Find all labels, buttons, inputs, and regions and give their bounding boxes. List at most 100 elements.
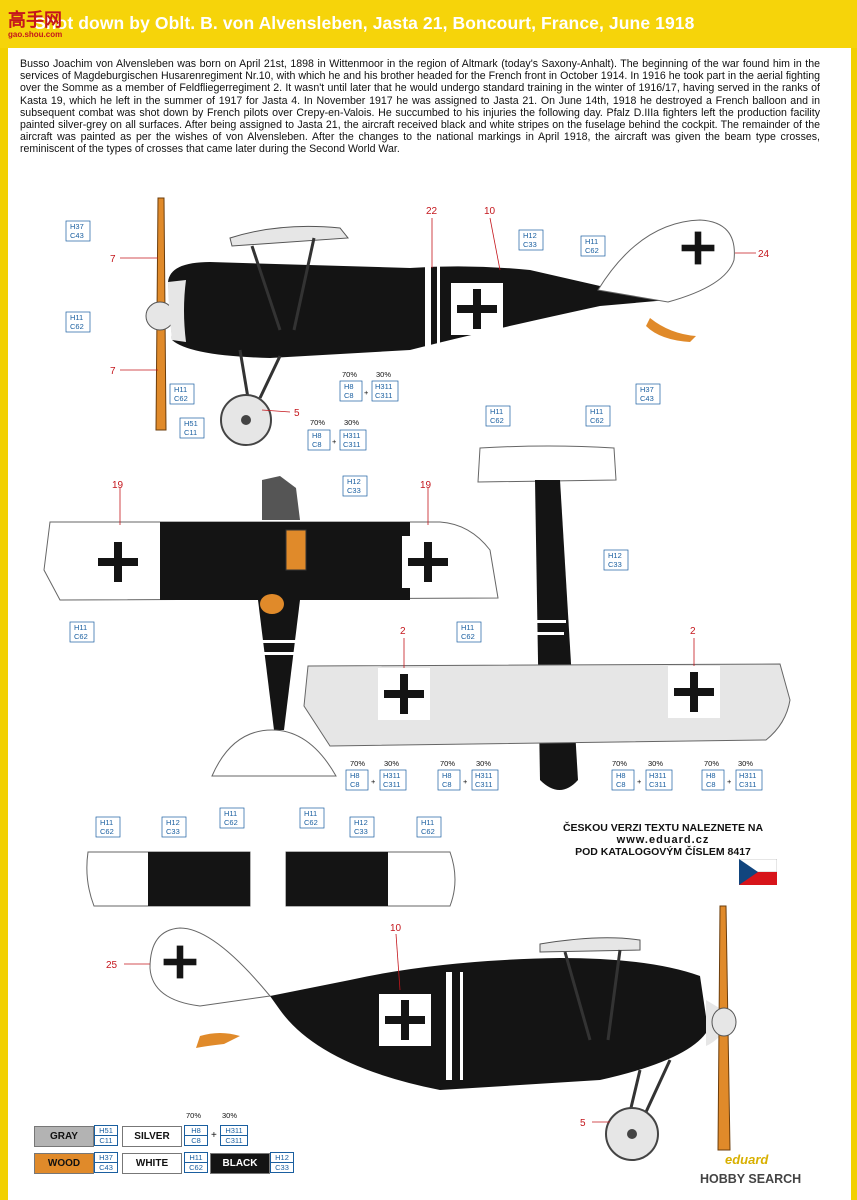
code-c62: C62 <box>74 632 88 641</box>
code-c62: C62 <box>490 416 504 425</box>
pct-30: 30% <box>476 759 491 768</box>
code-h8: H8 <box>616 771 626 780</box>
code-h12: H12 <box>608 551 622 560</box>
pct-30: 30% <box>376 370 391 379</box>
side-profile-left <box>120 197 756 446</box>
pct-30: 30% <box>344 418 359 427</box>
code-h11: H11 <box>585 237 598 246</box>
pct-70: 70% <box>342 370 357 379</box>
czech-line-1: ČESKOU VERZI TEXTU NALEZNETE NA <box>562 822 764 834</box>
code-c33: C33 <box>347 486 361 495</box>
code-c62: C62 <box>174 394 188 403</box>
code-h11: H11 <box>174 385 187 394</box>
legend-wood-code-2: C43 <box>94 1162 118 1173</box>
czech-website-link[interactable]: www.eduard.cz <box>616 834 710 846</box>
code-c62: C62 <box>70 322 84 331</box>
paint-codes: H37 C43 H11 C62 H11 C62 H12 C33 H11 C62 … <box>65 220 763 838</box>
legend-white-swatch: WHITE <box>122 1153 182 1174</box>
code-h11: H11 <box>74 623 87 632</box>
plus-sign: + <box>332 437 337 446</box>
czech-line-3: POD KATALOGOVÝM ČÍSLEM 8417 <box>575 846 751 858</box>
underside-view <box>303 445 791 790</box>
callout-19-left: 19 <box>112 480 124 491</box>
code-h311: H311 <box>475 771 492 780</box>
code-h8: H8 <box>706 771 716 780</box>
code-h311: H311 <box>375 382 392 391</box>
top-view-left <box>43 476 499 777</box>
legend-plus: + <box>211 1130 217 1141</box>
header-bar: Shot down by Oblt. B. von Alvensleben, J… <box>0 0 857 48</box>
code-h311: H311 <box>343 431 360 440</box>
logo-text: 高手网 <box>8 10 62 30</box>
legend-silver-pct-70: 70% <box>186 1111 202 1120</box>
code-c311: C311 <box>375 391 392 400</box>
code-c311: C311 <box>343 440 360 449</box>
code-c311: C311 <box>383 780 400 789</box>
legend-silver-mix-2: C311 <box>220 1135 248 1146</box>
code-c8: C8 <box>706 780 716 789</box>
code-h8: H8 <box>344 382 354 391</box>
code-c62: C62 <box>590 416 604 425</box>
code-h311: H311 <box>649 771 666 780</box>
code-c62: C62 <box>304 818 318 827</box>
code-h11: H11 <box>70 313 83 322</box>
callout-5-top: 5 <box>294 408 300 419</box>
code-c8: C8 <box>350 780 360 789</box>
code-h11: H11 <box>461 623 474 632</box>
code-h37: H37 <box>640 385 654 394</box>
pct-70: 70% <box>310 418 325 427</box>
code-h11: H11 <box>224 809 237 818</box>
pct-70: 70% <box>704 759 719 768</box>
code-h8: H8 <box>442 771 452 780</box>
callout-10-top: 10 <box>484 206 496 217</box>
legend-white-code-2: C62 <box>184 1162 208 1173</box>
code-c62: C62 <box>421 827 435 836</box>
pct-70: 70% <box>350 759 365 768</box>
code-c33: C33 <box>608 560 622 569</box>
code-h12: H12 <box>166 818 180 827</box>
pct-70: 70% <box>612 759 627 768</box>
code-c62: C62 <box>224 818 238 827</box>
code-h311: H311 <box>383 771 400 780</box>
code-h11: H11 <box>304 809 317 818</box>
pct-30: 30% <box>648 759 663 768</box>
eduard-logo: eduard <box>725 1152 769 1167</box>
code-c43: C43 <box>70 231 84 240</box>
legend-wood-swatch: WOOD <box>34 1153 94 1174</box>
legend-silver-code-2: C8 <box>184 1135 208 1146</box>
plus-sign: + <box>727 777 732 786</box>
code-h8: H8 <box>312 431 322 440</box>
callout-2-right: 2 <box>690 626 696 637</box>
code-c311: C311 <box>649 780 666 789</box>
legend-silver-pct-30: 30% <box>222 1111 238 1120</box>
callout-7-top: 7 <box>110 254 116 265</box>
czech-note: ČESKOU VERZI TEXTU NALEZNETE NA www.edua… <box>548 822 778 858</box>
legend-black-code-2: C33 <box>270 1162 294 1173</box>
code-c33: C33 <box>523 240 537 249</box>
code-c8: C8 <box>616 780 626 789</box>
plus-sign: + <box>371 777 376 786</box>
legend-silver-swatch: SILVER <box>122 1126 182 1147</box>
code-c8: C8 <box>344 391 354 400</box>
hobbysearch-watermark: HOBBY SEARCH <box>700 1172 802 1186</box>
logo-url: gao.shou.com <box>8 30 63 39</box>
page-title: Shot down by Oblt. B. von Alvensleben, J… <box>34 13 695 33</box>
callout-25: 25 <box>106 960 118 971</box>
mix-group-2: 70% 30% H8 C8 + H311 C311 <box>437 759 499 791</box>
code-c62: C62 <box>585 246 599 255</box>
code-h311: H311 <box>739 771 756 780</box>
code-c311: C311 <box>475 780 492 789</box>
legend-black-swatch: BLACK <box>210 1153 270 1174</box>
pct-30: 30% <box>384 759 399 768</box>
code-c11: C11 <box>184 428 197 437</box>
code-c33: C33 <box>166 827 180 836</box>
intro-paragraph: Busso Joachim von Alvensleben was born o… <box>20 58 820 156</box>
pct-30: 30% <box>738 759 753 768</box>
code-h12: H12 <box>354 818 368 827</box>
code-c62: C62 <box>100 827 114 836</box>
code-c311: C311 <box>739 780 756 789</box>
side-profile-right <box>124 905 737 1161</box>
code-c8: C8 <box>312 440 322 449</box>
legend-gray-code-2: C11 <box>94 1135 118 1146</box>
